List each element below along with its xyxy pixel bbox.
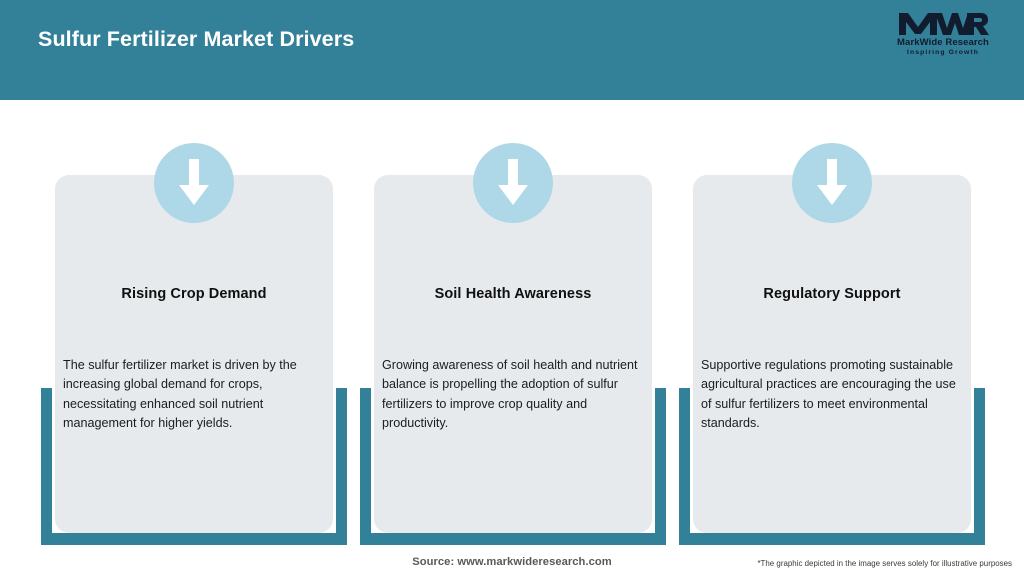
card-frame-right	[655, 388, 666, 545]
logo-tagline: Inspiring Growth	[907, 49, 979, 56]
card-panel: Rising Crop Demand The sulfur fertilizer…	[55, 175, 333, 533]
card-title: Regulatory Support	[763, 286, 901, 302]
page-title: Sulfur Fertilizer Market Drivers	[38, 27, 355, 51]
card-frame-bottom	[41, 533, 347, 545]
logo-company-name: MarkWide Research	[897, 37, 989, 48]
card-frame-bottom	[679, 533, 985, 545]
card-title: Rising Crop Demand	[121, 286, 267, 302]
card-body: Supportive regulations promoting sustain…	[701, 358, 956, 431]
card-frame-bottom	[360, 533, 666, 545]
card-panel: Soil Health Awareness Growing awareness …	[374, 175, 652, 533]
down-arrow-icon	[498, 159, 528, 205]
card-frame-left	[360, 388, 371, 545]
card-frame-left	[679, 388, 690, 545]
logo-mwr-mark	[884, 10, 1002, 37]
header-bar: Sulfur Fertilizer Market Drivers MarkWid…	[0, 0, 1024, 100]
card-badge-circle	[473, 143, 553, 223]
driver-card-1[interactable]: Rising Crop Demand The sulfur fertilizer…	[41, 143, 347, 545]
driver-card-3[interactable]: Regulatory Support Supportive regulation…	[679, 143, 985, 545]
card-badge-circle	[792, 143, 872, 223]
down-arrow-icon	[817, 159, 847, 205]
down-arrow-icon	[179, 159, 209, 205]
card-panel: Regulatory Support Supportive regulation…	[693, 175, 971, 533]
card-body: The sulfur fertilizer market is driven b…	[63, 358, 297, 431]
card-title: Soil Health Awareness	[434, 286, 592, 302]
card-frame-left	[41, 388, 52, 545]
disclaimer-note: *The graphic depicted in the image serve…	[757, 559, 1012, 568]
card-frame-right	[974, 388, 985, 545]
driver-card-2[interactable]: Soil Health Awareness Growing awareness …	[360, 143, 666, 545]
brand-logo: MarkWide Research Inspiring Growth	[884, 10, 1002, 66]
source-label: Source: www.markwideresearch.com	[412, 556, 612, 568]
card-frame-right	[336, 388, 347, 545]
card-body: Growing awareness of soil health and nut…	[382, 358, 638, 431]
card-badge-circle	[154, 143, 234, 223]
